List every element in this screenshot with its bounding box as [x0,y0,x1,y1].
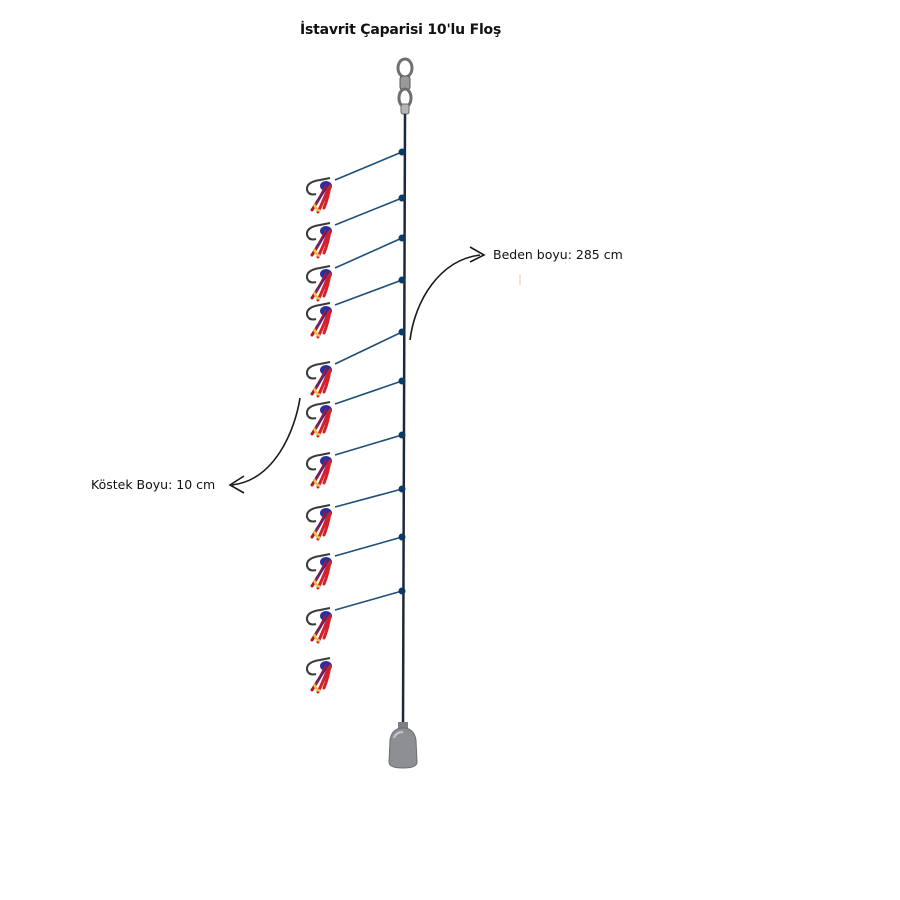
knot-dot [398,328,406,336]
hook-shape [305,177,331,196]
lure-accent [315,308,329,328]
lure-accent [315,458,329,478]
lure-tip [312,478,321,488]
leader-length-arrow [228,397,301,494]
lure-streamer [322,408,332,434]
lure-accent [315,510,329,530]
lure-streamer [322,184,332,210]
lure-tip [312,427,321,437]
lure-tip [312,530,321,540]
lure-accent [315,407,329,427]
leader-length-label: Köstek Boyu: 10 cm [91,477,216,492]
leader-line [334,380,403,405]
lure-icon [305,222,332,259]
leader-2 [334,194,406,226]
lure-tip [312,328,321,338]
lure-accent [315,663,329,683]
lure-icon [305,607,332,644]
lure-icon [305,553,332,590]
lure-accent [315,228,329,248]
lure-tip [312,683,321,693]
leader-1 [334,148,406,181]
lure-icon [305,657,332,694]
leader-line [334,590,403,611]
lure-accent [315,367,329,387]
lure-tip [312,291,321,301]
hook-shape [305,607,331,626]
knot-dot [398,533,406,541]
knot-dot [398,148,406,156]
knot-dot [398,485,406,493]
leader-line [334,197,403,226]
knot-dot [398,194,406,202]
hook-shape [305,361,331,380]
lure-tip [312,387,321,397]
leader-9 [334,533,406,557]
diagram-title: İstavrit Çaparisi 10'lu Floş [300,22,502,38]
lure-tip [312,248,321,258]
hook-shape [305,302,331,321]
leader-line [334,536,403,557]
leader-8 [334,485,406,508]
swivel-icon [396,57,414,115]
hook-shape [305,222,331,241]
hook-shape [305,401,331,420]
lure-streamer [322,511,332,537]
leader-3 [334,234,406,269]
leader-line [334,488,403,508]
leader-line [334,434,403,456]
knot-dot [398,431,406,439]
hook-shape [305,504,331,523]
lure-streamer [322,272,332,298]
lure-icon [305,302,332,339]
lure-icon [305,361,332,398]
lure-accent [315,559,329,579]
leader-6 [334,377,406,405]
leader-10 [334,587,406,611]
main-line [401,113,407,729]
lure-icon [305,177,332,214]
knot-dot [398,587,406,595]
knot-dot [398,234,406,242]
lure-tip [312,579,321,589]
knot-dot [398,377,406,385]
leader-line [334,237,403,269]
lure-streamer [322,664,332,690]
lure-streamer [322,229,332,255]
leader-line [334,331,403,365]
body-length-label: Beden boyu: 285 cm [493,247,623,262]
sinker-icon [388,722,418,769]
leader-7 [334,431,406,456]
knot-dot [398,276,406,284]
hook-shape [305,553,331,572]
lure-streamer [322,309,332,335]
hook-shape [305,265,331,284]
leader-5 [334,328,406,365]
lure-tip [312,633,321,643]
lure-icon [305,265,332,302]
lure-accent [315,613,329,633]
lure-icon [305,504,332,541]
lure-tip [312,203,321,213]
lure-streamer [322,368,332,394]
lure-streamer [322,560,332,586]
leader-line [334,151,403,181]
hook-shape [305,657,331,676]
lure-icon [305,452,332,489]
lure-streamer [322,614,332,640]
lure-accent [315,183,329,203]
leader-4 [334,276,406,306]
lure-icon [305,401,332,438]
hook-shape [305,452,331,471]
body-length-arrow [409,246,486,341]
lure-accent [315,271,329,291]
leader-line [334,279,403,306]
lure-streamer [322,459,332,485]
